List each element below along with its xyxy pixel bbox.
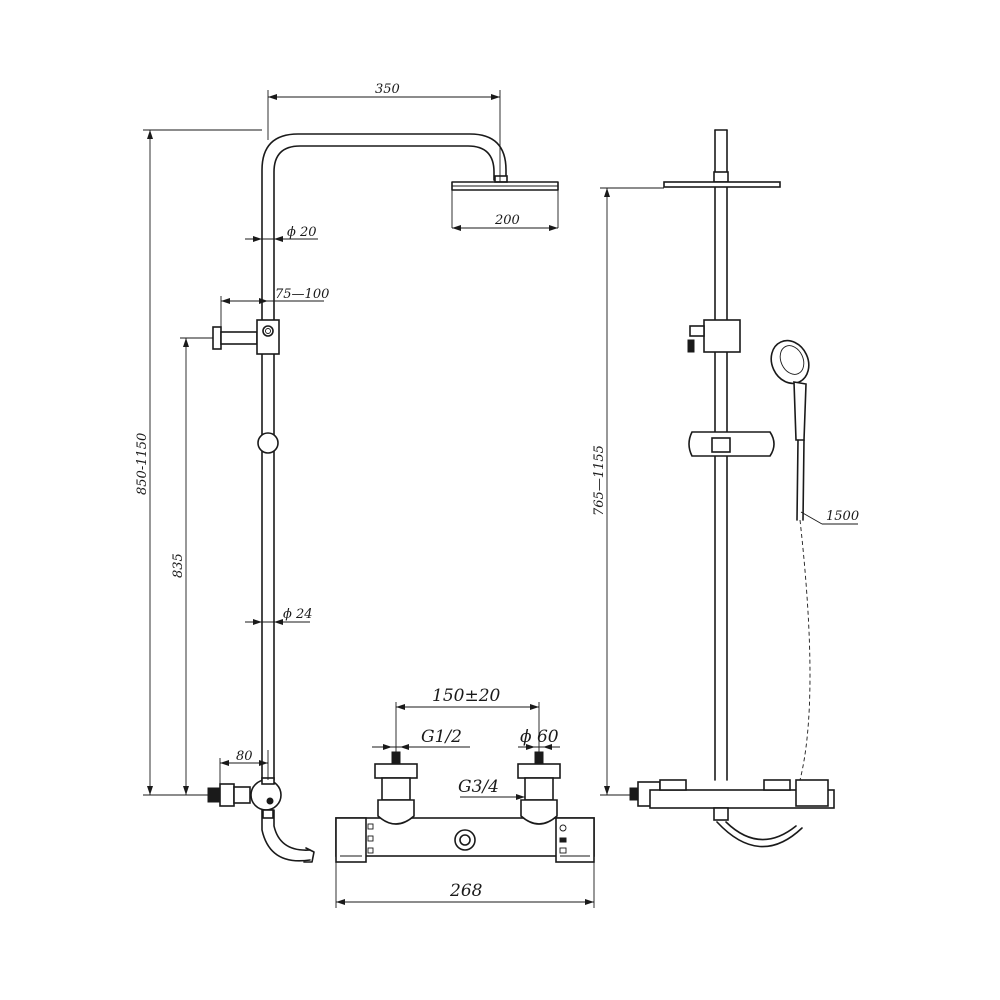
dim-bracket-height: 835 — [171, 553, 186, 578]
dim-inlet-centres: 150±20 — [432, 686, 501, 706]
dim-arm-projection: 350 — [375, 82, 400, 97]
dim-valve-offset: 80 — [236, 749, 253, 764]
dim-pipe-lower-diameter: ϕ 24 — [283, 607, 313, 622]
wall-bracket — [212, 319, 280, 355]
hand-shower-slider — [688, 431, 775, 457]
side-valve-body — [629, 779, 835, 821]
hand-shower — [716, 339, 811, 848]
ball-joint — [257, 432, 279, 454]
dim-outlet-thread: G3/4 — [458, 777, 499, 797]
dim-head-diameter: 200 — [494, 213, 520, 228]
dim-escutcheon-diameter: ϕ 60 — [520, 727, 559, 747]
left-inlet-connector — [374, 751, 418, 825]
dim-hose-length: 1500 — [826, 509, 859, 524]
side-view-shower-column: 765—1155 1500 — [592, 129, 859, 848]
dim-bracket-offset: 75—100 — [275, 287, 329, 302]
front-view-shower-column: 350 200 ϕ 20 75—100 850-1150 835 ϕ 2 — [135, 82, 559, 863]
dim-valve-width: 268 — [449, 881, 483, 901]
dim-overall-height: 850-1150 — [135, 433, 150, 495]
thermostatic-valve-front: 150±20 G1/2 ϕ 60 G3/4 268 — [335, 686, 595, 908]
right-inlet-connector — [517, 751, 561, 825]
dim-inlet-thread: G1/2 — [421, 727, 462, 747]
side-wall-bracket — [687, 319, 741, 353]
valve-side-assembly — [207, 777, 315, 863]
overhead-shower-head — [451, 181, 559, 228]
dim-pipe-upper-diameter: ϕ 20 — [287, 225, 317, 240]
dim-side-height: 765—1155 — [592, 445, 607, 516]
